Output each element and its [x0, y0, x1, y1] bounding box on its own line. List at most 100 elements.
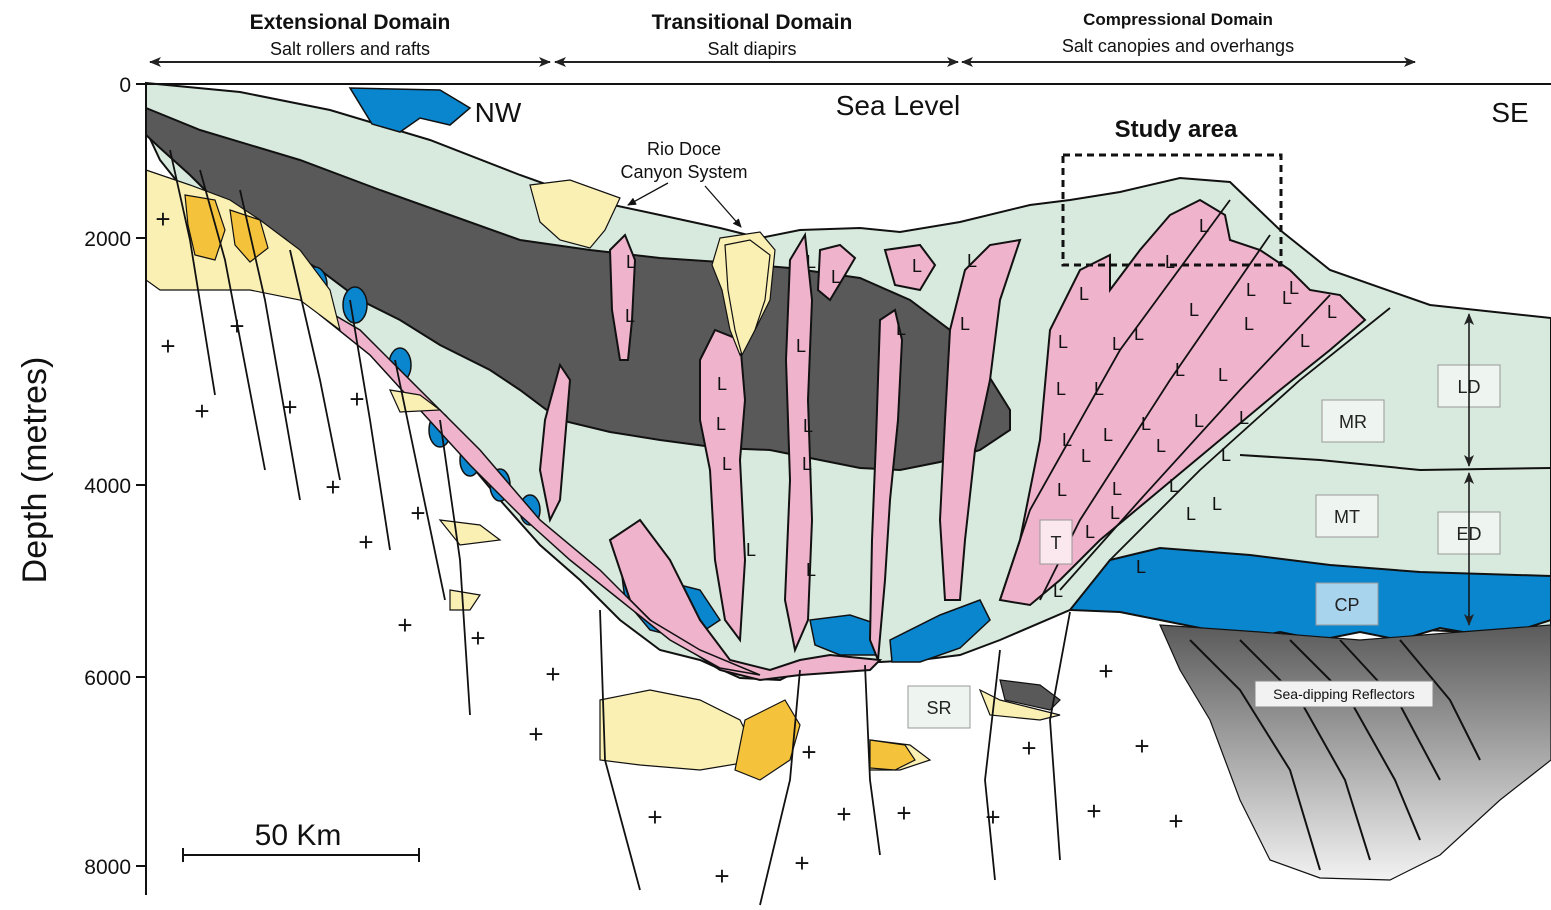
salt-symbol: L [960, 314, 970, 334]
basement-symbol: + [545, 659, 560, 689]
basement-symbol: + [801, 737, 816, 767]
sea-dipping-reflectors-wedge [1160, 625, 1551, 880]
depth-axis-label: Depth (metres) [16, 357, 54, 584]
canyon-label-line2: Canyon System [620, 162, 747, 182]
salt-symbol: L [717, 374, 727, 394]
salt-symbol: L [1062, 430, 1072, 450]
canyon-arrow-right [705, 186, 741, 227]
salt-symbol: L [803, 416, 813, 436]
salt-symbol: L [1156, 436, 1166, 456]
sea-dipping-reflectors-label: Sea-dipping Reflectors [1273, 686, 1415, 702]
salt-symbol: L [1094, 379, 1104, 399]
salt-symbol: L [1300, 331, 1310, 351]
basement-symbol: + [325, 472, 340, 502]
salt-symbol: L [1194, 411, 1204, 431]
depth-tick-label: 4000 [84, 475, 131, 498]
salt-symbol: L [1218, 365, 1228, 385]
depth-tick-label: 6000 [84, 667, 131, 690]
salt-symbol: L [1058, 332, 1068, 352]
salt-symbol: L [806, 560, 816, 580]
salt-symbol: L [746, 540, 756, 560]
study-area-label: Study area [1115, 116, 1238, 143]
nw-label: NW [475, 97, 522, 128]
depth-tick-label: 0 [119, 74, 131, 97]
salt-symbol: L [1327, 302, 1337, 322]
unit-t: T [1051, 533, 1062, 553]
salt-symbol: L [1199, 216, 1209, 236]
salt-symbol: L [1057, 480, 1067, 500]
basement-symbol: + [1021, 733, 1036, 763]
salt-symbol: L [967, 251, 977, 271]
salt-symbol: L [626, 252, 636, 272]
salt-symbol: L [796, 336, 806, 356]
basement-symbol: + [194, 396, 209, 426]
salt-symbol: L [1079, 284, 1089, 304]
domain-headers: Extensional Domain Salt rollers and raft… [150, 10, 1415, 62]
basement-symbol: + [160, 331, 175, 361]
scale-bar-label: 50 Km [255, 819, 342, 852]
salt-symbol: L [831, 267, 841, 287]
salt-symbol: L [1141, 414, 1151, 434]
basement-symbol: + [1086, 796, 1101, 826]
depth-ticks: 0 2000 4000 6000 8000 [84, 74, 146, 879]
salt-symbol: L [1165, 252, 1175, 272]
salt-symbol: L [1175, 360, 1185, 380]
salt-symbol: L [1289, 278, 1299, 298]
basement-symbol: + [1098, 656, 1113, 686]
salt-symbol: L [1085, 522, 1095, 542]
basement-symbol: + [647, 802, 662, 832]
extensional-domain-subtitle: Salt rollers and rafts [270, 39, 430, 59]
canyon-label-line1: Rio Doce [647, 139, 721, 159]
salt-symbol: L [1112, 479, 1122, 499]
basement-symbol: + [410, 498, 425, 528]
salt-symbol: L [1103, 425, 1113, 445]
basement-symbol: + [470, 623, 485, 653]
basement-symbol: + [714, 861, 729, 891]
depth-tick-label: 2000 [84, 228, 131, 251]
basement-symbol: + [349, 384, 364, 414]
se-label: SE [1491, 97, 1528, 128]
basement-symbol: + [985, 802, 1000, 832]
salt-symbol: L [716, 414, 726, 434]
unit-mr: MR [1339, 412, 1367, 432]
canyon-arrow-left [628, 183, 668, 205]
compressional-domain-title: Compressional Domain [1083, 10, 1273, 29]
salt-symbol: L [1081, 446, 1091, 466]
salt-symbol: L [912, 256, 922, 276]
salt-symbol: L [625, 306, 635, 326]
salt-symbol: L [1244, 314, 1254, 334]
extensional-domain-title: Extensional Domain [250, 11, 451, 34]
salt-symbol: L [1136, 557, 1146, 577]
depth-tick-label: 8000 [84, 856, 131, 879]
basement-symbol: + [358, 527, 373, 557]
salt-symbol: L [722, 454, 732, 474]
salt-symbol: L [1053, 581, 1063, 601]
salt-symbol: L [1212, 494, 1222, 514]
basement-symbol: + [836, 799, 851, 829]
salt-symbol: L [806, 252, 816, 272]
basement-symbol: + [397, 610, 412, 640]
salt-symbol: L [1221, 445, 1231, 465]
scale-bar: 50 Km [183, 819, 419, 862]
transitional-domain-subtitle: Salt diapirs [707, 39, 796, 59]
basement-symbol: + [155, 204, 170, 234]
salt-symbol: L [1134, 324, 1144, 344]
unit-cp: CP [1334, 595, 1359, 615]
salt-symbol: L [802, 454, 812, 474]
geology-body [146, 83, 1551, 905]
salt-symbol: L [1110, 503, 1120, 523]
basement-symbol: + [528, 719, 543, 749]
basement-symbol: + [1134, 731, 1149, 761]
salt-symbol: L [896, 319, 906, 339]
unit-sr: SR [926, 698, 951, 718]
salt-symbol: L [1186, 504, 1196, 524]
basement-symbol: + [1168, 806, 1183, 836]
basement-symbol: + [794, 848, 809, 878]
salt-symbol: L [1169, 476, 1179, 496]
salt-symbol: L [1246, 280, 1256, 300]
basement-symbol: + [896, 798, 911, 828]
basement-symbol: + [229, 311, 244, 341]
basement-symbol: + [282, 392, 297, 422]
salt-symbol: L [1189, 300, 1199, 320]
